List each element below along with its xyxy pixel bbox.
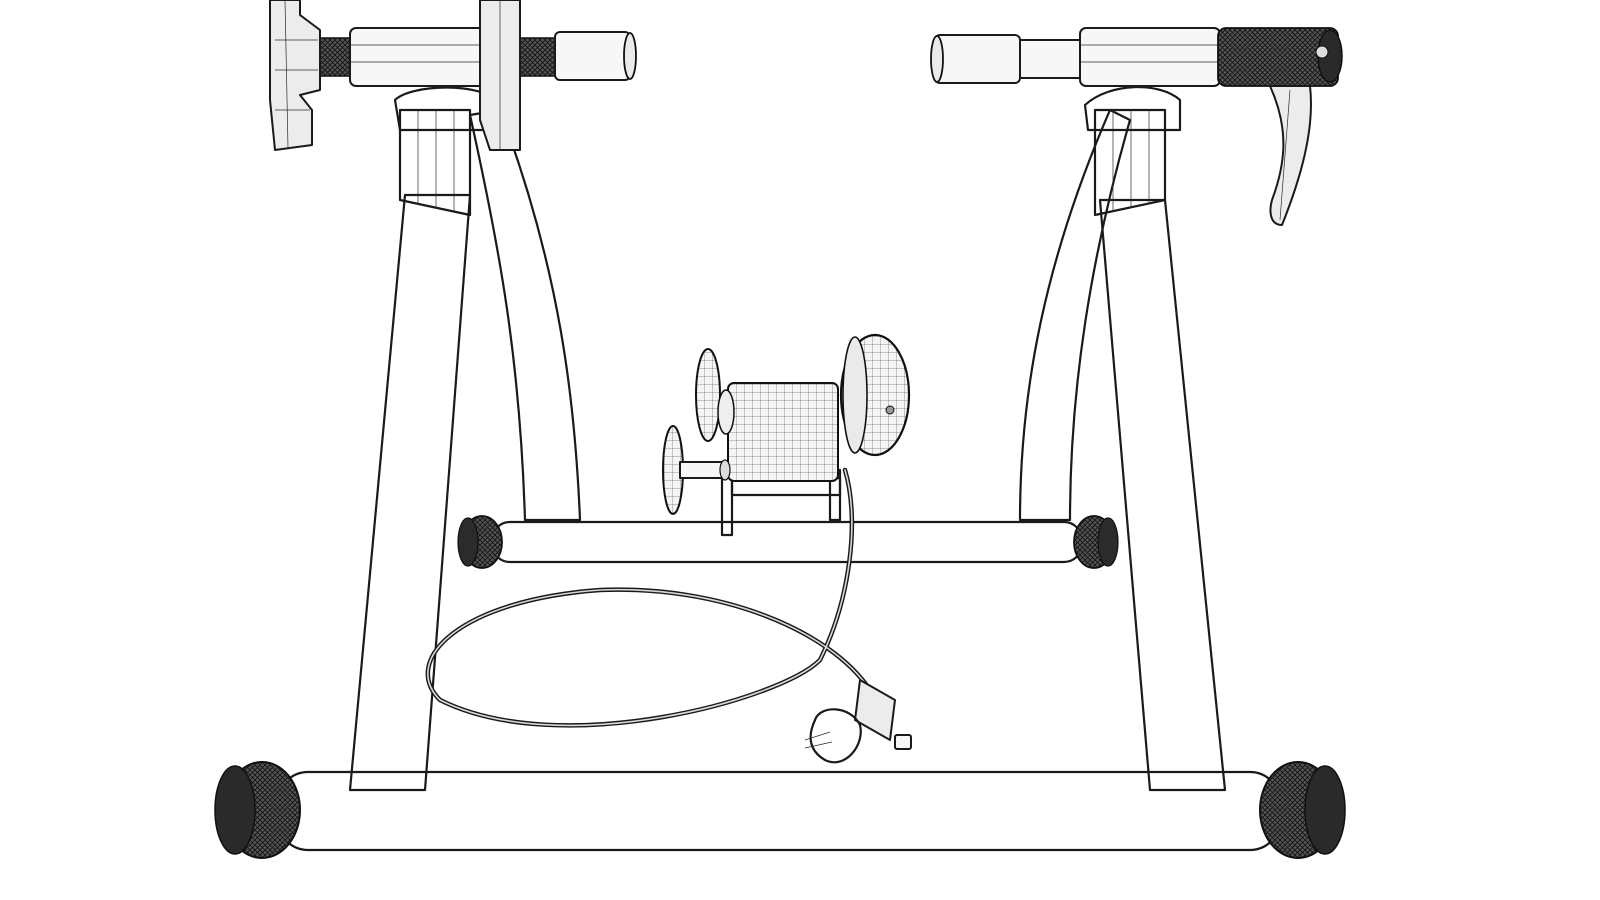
right-axle-cup — [930, 34, 1086, 84]
quick-release-cam — [1217, 27, 1343, 87]
flywheel-disc — [839, 333, 911, 457]
tension-adjust-knob — [662, 425, 731, 515]
base-left-foot-cap — [214, 761, 301, 859]
middle-crossbar — [457, 515, 1119, 569]
roller-knob-small — [695, 348, 735, 442]
right-frame-leg — [1093, 108, 1227, 792]
left-axle-clamp — [269, 0, 637, 151]
handlebar-remote-shifter — [804, 679, 912, 764]
middle-crossbar-left-cap — [457, 515, 503, 569]
quick-release-lever — [1269, 85, 1312, 226]
shifter-cable — [425, 467, 873, 728]
resistance-unit — [662, 333, 911, 537]
roller-drum — [727, 382, 839, 482]
middle-crossbar-right-cap — [1073, 515, 1119, 569]
right-axle-clamp — [930, 27, 1343, 226]
left-axle-cup — [554, 31, 637, 81]
left-curved-arm — [468, 108, 582, 522]
base-right-foot-cap — [1259, 761, 1346, 859]
left-handwheel-knob — [269, 0, 321, 151]
left-frame-leg — [348, 108, 472, 792]
base-crossbar — [214, 761, 1346, 859]
right-curved-arm — [1018, 108, 1132, 522]
